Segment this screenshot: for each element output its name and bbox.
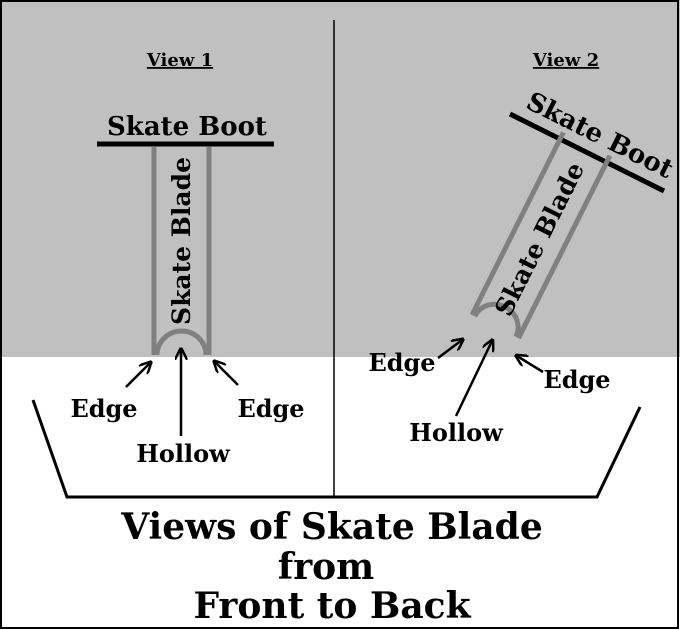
lower-white-band bbox=[0, 357, 680, 630]
view-2-edge-left-arrow bbox=[437, 340, 462, 359]
view-2-hollow-arrow bbox=[454, 341, 492, 417]
title-line-3: Front to Back bbox=[193, 585, 471, 627]
view-1-edge-right-label: Edge bbox=[237, 394, 304, 423]
view-1-edge-left-label: Edge bbox=[70, 394, 137, 423]
view-2-hollow-curve bbox=[472, 301, 521, 338]
view-2-edge-left-label: Edge bbox=[368, 348, 435, 377]
view-1-hollow-label: Hollow bbox=[136, 439, 231, 468]
view-2-edge-right-arrow bbox=[517, 356, 544, 374]
view-2-boot-line bbox=[508, 111, 666, 194]
view-1-hollow-curve bbox=[154, 328, 209, 356]
view-1-heading: View 1 bbox=[146, 50, 213, 71]
title-line-2: from bbox=[278, 546, 375, 588]
view-1-edge-left-arrow bbox=[125, 363, 150, 388]
view-1-blade-label: Skate Blade bbox=[167, 157, 196, 325]
view-2-hollow-label: Hollow bbox=[409, 418, 504, 447]
views-bracket bbox=[31, 399, 642, 499]
title-line-1: Views of Skate Blade bbox=[120, 506, 543, 548]
view-2-edge-right-label: Edge bbox=[543, 365, 610, 394]
view-1: View 1 Skate Boot Skate Blade Edge Edge … bbox=[70, 50, 304, 468]
view-1-boot-label: Skate Boot bbox=[107, 112, 267, 142]
view-1-edge-right-arrow bbox=[215, 362, 239, 386]
view-2-heading: View 2 bbox=[532, 50, 599, 71]
upper-gray-band bbox=[0, 0, 680, 357]
view-2-blade-right-side bbox=[516, 154, 613, 340]
view-2-blade-left-side bbox=[469, 131, 566, 316]
diagram-title: Views of Skate Blade from Front to Back bbox=[120, 506, 543, 627]
